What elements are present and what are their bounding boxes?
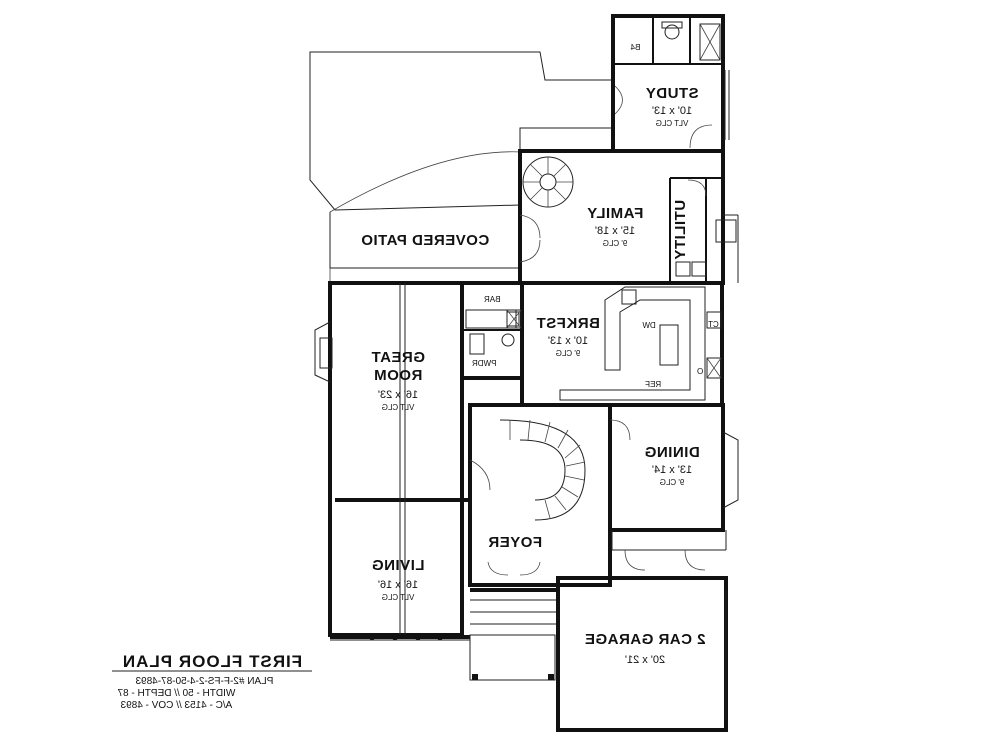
dining-size: 13' x 14' [652, 464, 692, 476]
great-room-size: 16' x 23' [378, 389, 418, 401]
plan-title: FIRST FLOOR PLAN [122, 652, 302, 671]
garage-block [556, 530, 728, 732]
family-size: 15' x 18' [595, 225, 635, 237]
study-block [611, 14, 730, 153]
utility-name: UTILITY [672, 200, 689, 260]
brkfst-name: BRKFST [536, 315, 600, 332]
covered-patio-name: COVERED PATIO [361, 232, 489, 249]
study-name: STUDY [645, 85, 698, 102]
garage-name: 2 CAR GARAGE [584, 631, 705, 648]
study-size: 10' x 13' [652, 105, 692, 117]
great-room-name-2: ROOM [374, 367, 423, 384]
title-block: FIRST FLOOR PLAN PLAN #2-F-FS-2-4-50-87-… [112, 652, 312, 711]
bar-name: BAR [484, 295, 501, 304]
dining-clg: 9' CLG [660, 478, 685, 487]
study-clg: VLT CLG [656, 119, 689, 128]
family-name: FAMILY [587, 205, 644, 222]
garage-size: 20' x 21' [625, 654, 665, 666]
plan-line-3: A/C - 4153 // COV - 4893 [120, 700, 232, 711]
dining-block [608, 403, 739, 532]
foyer-name: FOYER [488, 534, 542, 551]
great-room-living-block [314, 281, 470, 641]
living-clg: VLT CLG [382, 593, 415, 602]
b4-label: B4 [630, 43, 640, 52]
plan-line-1: PLAN #2-F-FS-2-4-50-87-4893 [135, 676, 273, 687]
great-room-name-1: GREAT [371, 349, 425, 366]
great-room-clg: VLT CLG [382, 403, 415, 412]
ref-label: REF [645, 380, 661, 389]
pwdr-name: PWDR [472, 359, 497, 368]
ct-label: CT [708, 320, 719, 329]
living-size: 16' x 16' [378, 579, 418, 591]
room-labels: B4 STUDY 10' x 13' VLT CLG FAMILY 15' x … [361, 43, 719, 666]
dw-label: DW [642, 321, 656, 330]
o-label: O [697, 367, 703, 376]
family-clg: 9' CLG [603, 239, 628, 248]
plan-line-2: WIDTH - 50 // DEPTH - 87 [117, 688, 235, 699]
dining-name: DINING [644, 444, 700, 461]
living-name: LIVING [371, 557, 424, 574]
brkfst-size: 10' x 13' [548, 335, 588, 347]
brkfst-clg: 9' CLG [556, 349, 581, 358]
